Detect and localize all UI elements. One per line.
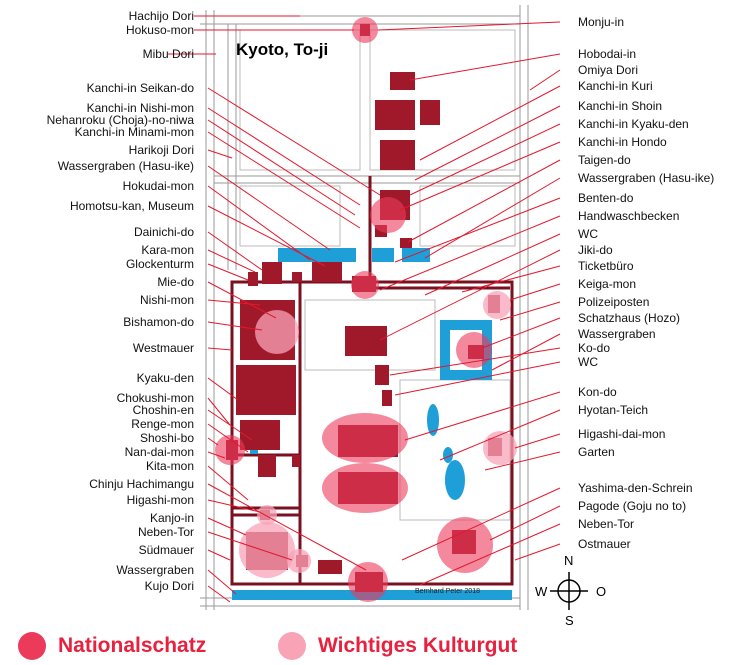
right-label: WC [578,355,598,369]
left-label: Chokushi-mon [116,391,194,405]
left-label: Wassergraben [116,563,194,577]
left-label: Neben-Tor [137,525,194,539]
right-label: Kon-do [578,385,617,399]
important-property-markers [239,291,517,578]
right-label: Garten [578,445,615,459]
right-label: Kanchi-in Kuri [578,79,653,93]
left-label: Renge-mon [131,417,194,431]
left-label: Westmauer [132,341,194,355]
compass-east: O [596,584,607,599]
left-label: Kanchi-in Seikan-do [86,81,194,95]
callout-lines-left [168,15,381,603]
left-label: Südmauer [138,543,194,557]
author-credit: Bernhard Peter 2018 [415,588,480,595]
left-label: Hokuso-mon [125,23,194,37]
right-label: Kanchi-in Hondo [578,135,667,149]
left-label: Kanchi-in Minami-mon [74,125,194,139]
legend-label-important-property: Wichtiges Kulturgut [318,634,518,657]
right-label: Monju-in [578,15,625,29]
right-label: Neben-Tor [578,517,635,531]
right-label: Kanchi-in Shoin [578,99,663,113]
right-label: Pagode (Goju no to) [578,499,687,513]
national-treasure-swatch [18,632,46,660]
right-label: Benten-do [578,191,634,205]
left-label: Kanchi-in Nishi-mon [86,101,194,115]
left-label: Homotsu-kan, Museum [69,199,194,213]
right-label: Hyotan-Teich [578,403,649,417]
map-title: Kyoto, To-ji [236,40,329,59]
compass-rose [550,572,588,610]
right-label: Ostmauer [578,537,631,551]
right-label: Handwaschbecken [578,209,680,223]
right-label: Jiki-do [578,243,613,257]
left-label: Kyaku-den [136,371,194,385]
right-label: Hobodai-in [578,47,637,61]
left-label: Choshin-en [132,403,194,417]
right-label: Kanchi-in Kyaku-den [578,117,689,131]
left-label: Mibu Dori [142,47,194,61]
left-label: Hachijo Dori [128,9,194,23]
left-label: Nehanroku (Choja)-no-niwa [46,113,194,127]
right-label: Ticketbüro [578,259,634,273]
legend-label-national-treasure: Nationalschatz [58,634,207,657]
right-label: Yashima-den-Schrein [578,481,693,495]
national-treasure-markers [215,17,493,602]
right-label: Polizeiposten [578,295,650,309]
right-label: Wassergraben [578,327,656,341]
left-label: Kita-mon [145,459,194,473]
right-label: Schatzhaus (Hozo) [578,311,681,325]
left-label: Hokudai-mon [122,179,194,193]
right-label: Wassergraben (Hasu-ike) [578,171,715,185]
right-label: Ko-do [578,341,611,355]
left-label: Nishi-mon [139,293,194,307]
left-label: Kanjo-in [149,511,194,525]
compass-north: N [564,553,574,568]
left-label: Wassergraben (Hasu-ike) [57,159,194,173]
compass-south: S [565,613,574,628]
callout-lines-right [377,21,561,586]
left-label: Nan-dai-mon [124,445,194,459]
important-property-swatch [278,632,306,660]
compass-west: W [535,584,548,599]
left-label: Mie-do [157,275,194,289]
left-label: Kujo Dori [144,579,194,593]
left-label: Higashi-mon [126,493,194,507]
left-label: Bishamon-do [123,315,194,329]
left-label: Harikoji Dori [128,143,194,157]
right-label: Taigen-do [578,153,631,167]
right-label: Keiga-mon [578,277,637,291]
left-label: Kara-mon [141,243,194,257]
right-label: WC [578,227,598,241]
left-label: Shoshi-bo [139,431,194,445]
right-label: Higashi-dai-mon [578,427,666,441]
left-label: Dainichi-do [133,225,194,239]
left-label: Chinju Hachimangu [89,477,194,491]
right-label: Omiya Dori [578,63,639,77]
left-label: Glockenturm [125,257,194,271]
